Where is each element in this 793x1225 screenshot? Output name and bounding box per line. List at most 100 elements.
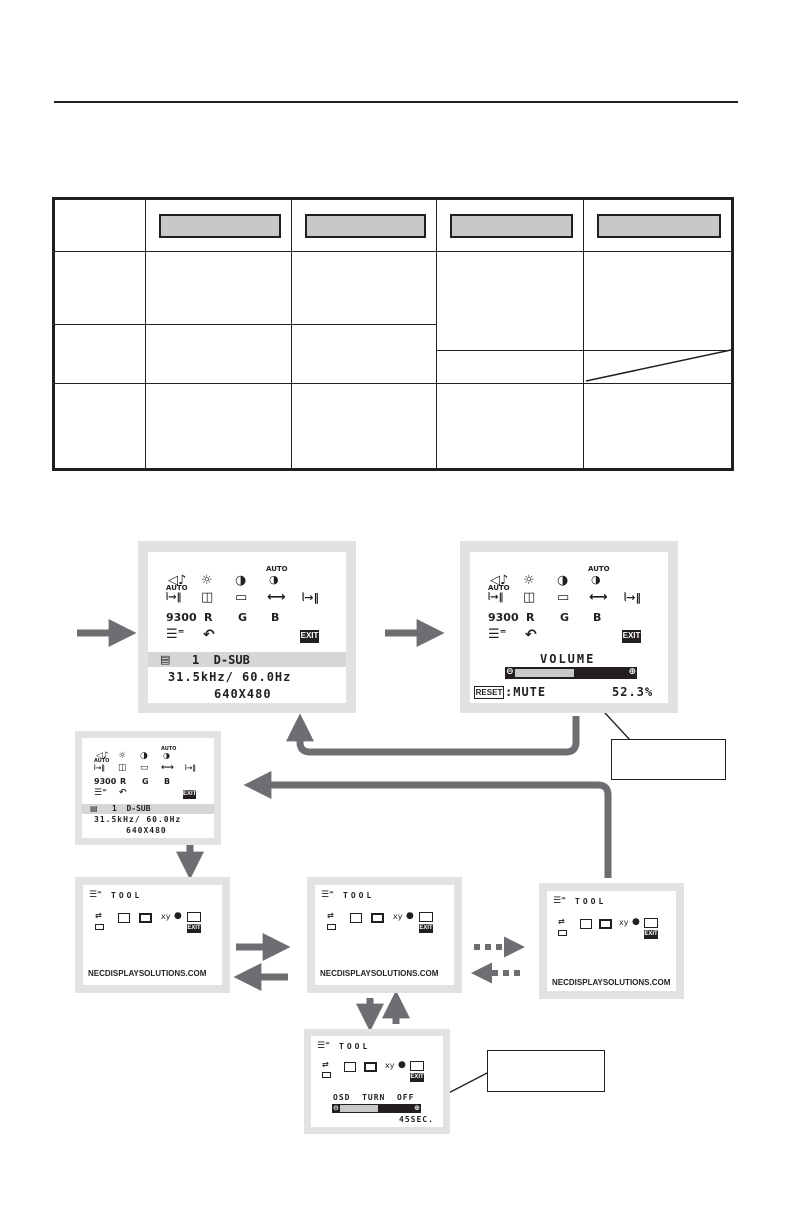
down-up-icon: ▭ <box>235 590 248 605</box>
auto-adjust-label: AUTO <box>161 746 177 752</box>
auto-adjust-label: AUTO <box>588 565 610 573</box>
exit-icon: EXIT <box>419 924 433 933</box>
plus-icon: ⊕ <box>628 667 636 677</box>
h-size-icon: ⟷ <box>161 763 174 773</box>
language-icon: ⇄ <box>95 911 102 920</box>
down-up-icon: ▭ <box>140 763 149 773</box>
color-blue: B <box>271 611 280 624</box>
tool-icon: ☰⁼ <box>321 890 334 900</box>
language-flag-icon <box>558 930 567 936</box>
exit-icon: EXIT <box>644 930 658 939</box>
exit-icon: EXIT <box>183 790 197 799</box>
volume-value: 52.3% <box>612 685 654 699</box>
table-col-divider <box>145 200 146 468</box>
reset-label: RESET <box>474 686 504 699</box>
table-diagonal <box>585 349 731 382</box>
resolution-text: 640X480 <box>126 826 167 835</box>
table-row-divider <box>55 251 731 252</box>
info-icon: ● <box>174 911 182 921</box>
xy-icon: xy <box>385 1061 395 1070</box>
osd-lock-icon <box>364 1062 377 1072</box>
language-flag-icon <box>322 1072 331 1078</box>
osd-volume-screen: ◁♪ ☼ ◑ AUTO ◑ AUTO ⦚→‖ ◫ ▭ ⟷ ⦚→‖ 9300 R … <box>460 541 678 713</box>
fine-icon: ⦚→‖ <box>185 764 196 772</box>
volume-title: VOLUME <box>540 652 596 666</box>
dsub-connector-icon: ▤ <box>90 804 98 813</box>
auto-fine-label: AUTO <box>94 758 110 764</box>
table-row-divider <box>436 350 731 351</box>
info-icon: ● <box>632 917 640 927</box>
auto-fine-label: AUTO <box>488 584 510 592</box>
language-flag-icon <box>95 924 104 930</box>
h-size-icon: ⟷ <box>267 590 286 605</box>
tool-icon: ☰⁼ <box>89 890 102 900</box>
osd-position-icon <box>344 1062 356 1072</box>
volume-slider-fill <box>515 669 574 677</box>
input-band <box>82 804 214 814</box>
auto-adjust-icon: ◑ <box>591 573 601 586</box>
h-size-icon: ⟷ <box>589 590 608 605</box>
language-flag-icon <box>327 924 336 930</box>
osd-turnoff-slider[interactable]: ⊖ ⊕ <box>332 1104 421 1113</box>
xy-icon: xy <box>393 912 403 921</box>
resolution-text: 640X480 <box>214 687 272 701</box>
website-text: NECDISPLAYSOLUTIONS.COM <box>552 978 671 987</box>
minus-icon: ⊖ <box>333 1104 339 1112</box>
contrast-icon: ◑ <box>557 573 569 588</box>
osd-turnoff-screen: ☰⁼ TOOL ⇄ xy ● EXIT OSD TURN OFF ⊖ ⊕ 45S… <box>304 1029 450 1134</box>
language-icon: ⇄ <box>327 911 334 920</box>
table-col-divider <box>436 200 437 468</box>
mute-label: :MUTE <box>505 685 547 699</box>
dsub-connector-icon: ▤ <box>160 653 171 666</box>
brightness-icon: ☼ <box>118 751 127 761</box>
button-header-box <box>450 214 573 238</box>
exit-icon: EXIT <box>187 924 201 933</box>
color-temp-9300: 9300 <box>166 611 197 624</box>
button-header-box <box>305 214 426 238</box>
factory-preset-icon <box>419 912 433 922</box>
osd-main-screen-small: ◁♪ ☼ ◑ AUTO ◑ AUTO ⦚→‖ ◫ ▭ ⟷ ⦚→‖ 9300 R … <box>75 731 221 845</box>
brightness-icon: ☼ <box>201 573 213 588</box>
auto-adjust-icon: ◑ <box>269 573 279 586</box>
plus-icon: ⊕ <box>414 1104 420 1112</box>
color-red: R <box>526 611 535 624</box>
button-header-box <box>597 214 721 238</box>
contrast-icon: ◑ <box>235 573 247 588</box>
osd-turnoff-slider-fill <box>340 1105 378 1112</box>
reset-icon: ↶ <box>525 627 537 643</box>
info-icon: ● <box>406 911 414 921</box>
left-right-icon: ◫ <box>523 590 536 605</box>
tool-title: TOOL <box>111 891 143 900</box>
osd-lock-icon <box>371 913 384 923</box>
osd-main-screen: ◁♪ ☼ ◑ AUTO ◑ AUTO ⦚→‖ ◫ ▭ ⟷ ⦚→‖ 9300 R … <box>138 541 356 713</box>
volume-slider[interactable]: ⊖ ⊕ <box>505 667 637 679</box>
osd-position-icon <box>118 913 130 923</box>
fine-icon: ⦚→‖ <box>302 591 320 604</box>
frequency-text: 31.5kHz/ 60.0Hz <box>168 670 292 684</box>
color-blue: B <box>164 777 171 786</box>
color-green: G <box>142 777 149 786</box>
input-label: 1 D-SUB <box>192 653 250 667</box>
auto-fine-icon: ⦚→‖ <box>488 592 504 603</box>
tool-icon: ☰⁼ <box>317 1041 330 1051</box>
left-right-icon: ◫ <box>201 590 214 605</box>
osd-tool-screen-1: ☰⁼ TOOL ⇄ xy ● EXIT NECDISPLAYSOLUTIONS.… <box>75 877 230 993</box>
tool-icon: ☰⁼ <box>553 896 566 906</box>
button-header-box <box>159 214 281 238</box>
color-red: R <box>120 777 127 786</box>
table-col-divider <box>291 200 292 468</box>
volume-icon: ◁♪ <box>168 573 187 588</box>
reset-icon: ↶ <box>203 627 215 643</box>
osd-position-icon <box>580 919 592 929</box>
fine-icon: ⦚→‖ <box>624 591 642 604</box>
callout-box <box>487 1050 605 1092</box>
input-label: 1 D-SUB <box>112 804 151 813</box>
color-green: G <box>238 611 248 624</box>
osd-lock-icon <box>139 913 152 923</box>
tool-title: TOOL <box>575 897 607 906</box>
controls-table <box>52 197 734 471</box>
volume-icon: ◁♪ <box>490 573 509 588</box>
left-right-icon: ◫ <box>118 763 127 773</box>
color-green: G <box>560 611 570 624</box>
